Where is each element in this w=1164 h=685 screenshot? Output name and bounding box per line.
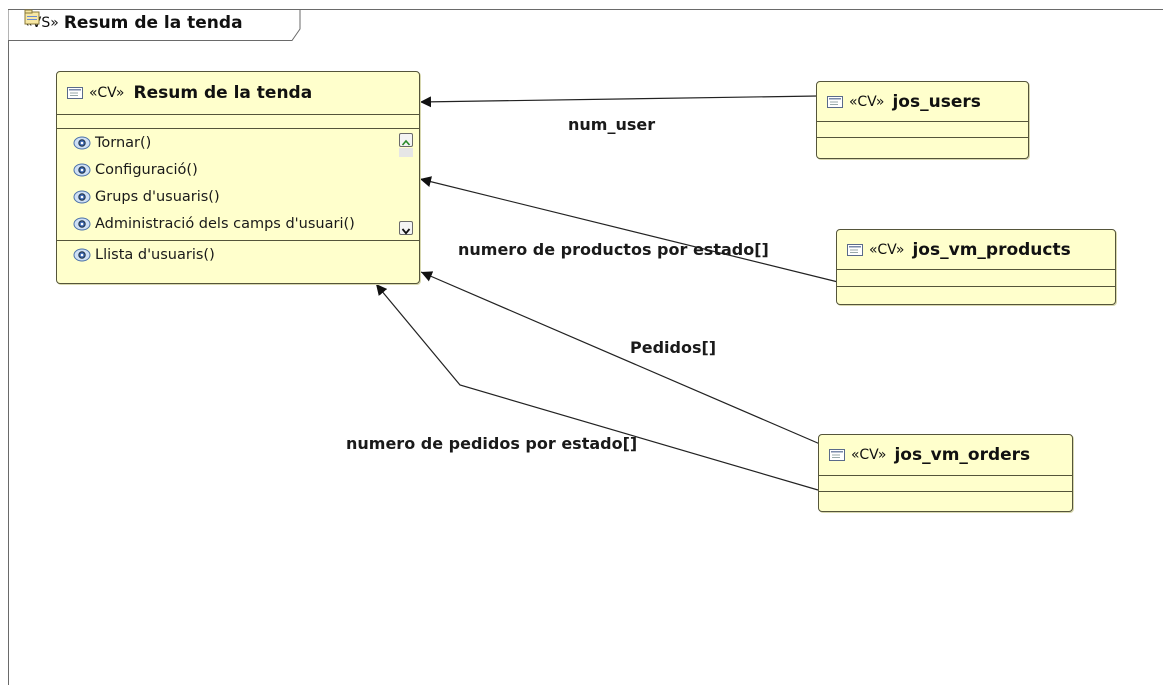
edge-productos-por-estado[interactable] bbox=[419, 176, 839, 283]
class-jos-vm-products[interactable]: «CV» jos_vm_products bbox=[836, 229, 1116, 305]
class-divider bbox=[817, 137, 1028, 138]
class-name: jos_vm_products bbox=[912, 240, 1071, 260]
operation-label: Administració dels camps d'usuari() bbox=[95, 216, 355, 232]
package-icon bbox=[24, 9, 40, 25]
operation-label: Llista d'usuaris() bbox=[95, 247, 215, 263]
operation-administracio-camps[interactable]: Administració dels camps d'usuari() bbox=[73, 213, 355, 235]
operation-icon bbox=[73, 163, 91, 177]
chevron-down-icon bbox=[401, 228, 411, 235]
diagram-frame bbox=[8, 9, 1163, 685]
class-divider bbox=[819, 491, 1072, 492]
operation-icon bbox=[73, 248, 91, 262]
frame-tab-outline bbox=[8, 9, 301, 41]
class-divider bbox=[837, 269, 1115, 270]
class-divider bbox=[57, 128, 419, 129]
operation-label: Configuració() bbox=[95, 162, 198, 178]
chevron-up-icon bbox=[401, 139, 411, 146]
class-stereotype: «CV» bbox=[89, 85, 125, 101]
class-stereotype: «CV» bbox=[869, 242, 905, 258]
view-class-icon bbox=[827, 96, 843, 108]
class-divider bbox=[57, 240, 419, 241]
view-class-icon bbox=[847, 244, 863, 256]
frame-title: Resum de la tenda bbox=[63, 13, 243, 33]
scrollbar-track[interactable] bbox=[399, 148, 413, 157]
edge-label-productos-por-estado: numero de productos por estado[] bbox=[458, 240, 769, 259]
class-stereotype: «CV» bbox=[851, 447, 887, 463]
class-divider bbox=[837, 286, 1115, 287]
class-jos-vm-orders[interactable]: «CV» jos_vm_orders bbox=[818, 434, 1073, 512]
view-class-icon bbox=[829, 449, 845, 461]
class-divider bbox=[57, 114, 419, 115]
class-jos-users[interactable]: «CV» jos_users bbox=[816, 81, 1029, 159]
edge-pedidos[interactable] bbox=[420, 271, 821, 445]
class-name: Resum de la tenda bbox=[133, 83, 313, 103]
operation-tornar[interactable]: Tornar() bbox=[73, 132, 151, 154]
operation-label: Tornar() bbox=[95, 135, 152, 151]
edge-label-num-user: num_user bbox=[568, 115, 656, 134]
class-stereotype: «CV» bbox=[849, 94, 885, 110]
view-class-icon bbox=[67, 87, 83, 99]
class-name: jos_vm_orders bbox=[894, 445, 1031, 465]
operation-icon bbox=[73, 217, 91, 231]
edge-label-pedidos-por-estado: numero de pedidos por estado[] bbox=[346, 434, 638, 453]
scroll-down-button[interactable] bbox=[399, 221, 413, 235]
operation-icon bbox=[73, 190, 91, 204]
operation-configuracio[interactable]: Configuració() bbox=[73, 159, 198, 181]
edge-label-pedidos: Pedidos[] bbox=[630, 338, 717, 357]
operation-grups-usuaris[interactable]: Grups d'usuaris() bbox=[73, 186, 220, 208]
edge-num-user[interactable] bbox=[419, 95, 819, 108]
operation-llista-usuaris[interactable]: Llista d'usuaris() bbox=[73, 244, 215, 266]
scroll-up-button[interactable] bbox=[399, 133, 413, 147]
class-divider bbox=[817, 121, 1028, 122]
class-name: jos_users bbox=[892, 92, 981, 112]
operation-label: Grups d'usuaris() bbox=[95, 189, 220, 205]
class-resum-de-la-tenda[interactable]: «CV» Resum de la tenda Tornar() Configur… bbox=[56, 71, 420, 284]
class-divider bbox=[819, 475, 1072, 476]
operation-icon bbox=[73, 136, 91, 150]
edge-pedidos-por-estado[interactable] bbox=[375, 283, 819, 491]
